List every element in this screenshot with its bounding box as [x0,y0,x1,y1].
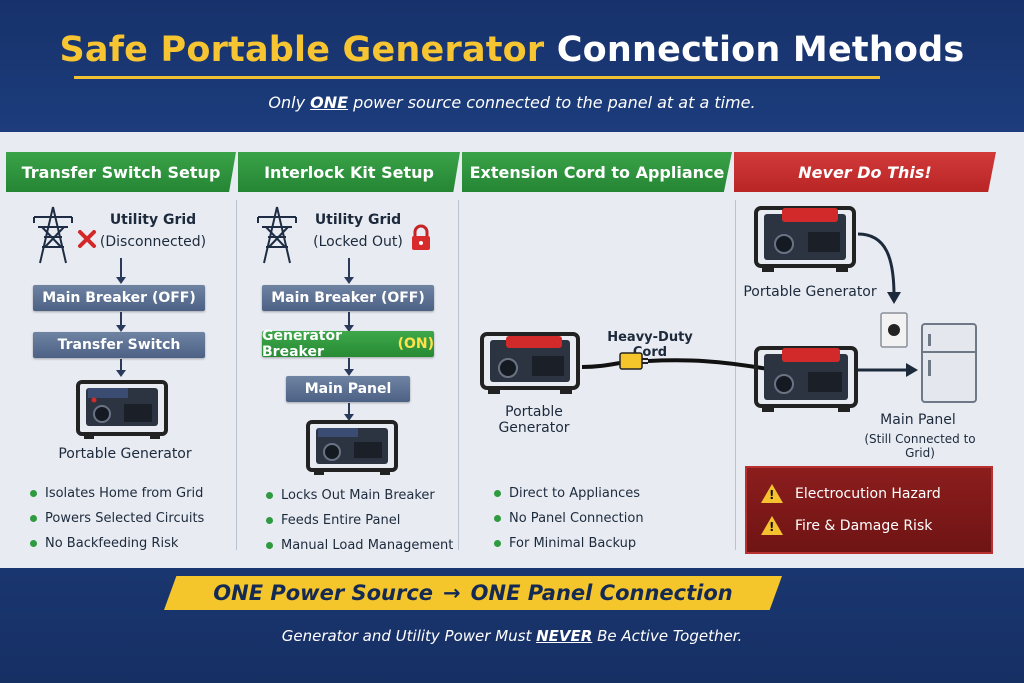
refrigerator-icon [921,323,977,403]
list-item: Powers Selected Circuits [30,511,204,526]
list-item: No Backfeeding Risk [30,536,178,551]
generator-label: Portable Generator [58,446,192,462]
generator-breaker-label: Generator Breaker [262,328,343,360]
banner-right: ONE Panel Connection [470,581,733,605]
footer-banner: ONE Power Source → ONE Panel Connection [164,576,782,610]
list-item: Locks Out Main Breaker [266,488,435,503]
on-status: (ON) [397,336,434,352]
list-item: Manual Load Management [266,538,453,553]
generator-icon [480,332,580,394]
generator-breaker-on-box: Generator Breaker (ON) [262,328,434,360]
utility-grid-label: Utility Grid [109,212,197,228]
power-tower-icon [33,206,73,264]
list-item: Direct to Appliances [494,486,640,501]
utility-grid-status: (Locked Out) [313,234,403,250]
flow-arrow [116,312,126,332]
power-tower-icon [257,206,297,264]
generator-icon [306,420,398,475]
hazard-item: ! Electrocution Hazard [761,484,941,503]
title-highlight: Safe Portable Generator [59,30,545,70]
utility-grid-label: Utility Grid [314,212,402,228]
title-underline [74,76,880,79]
note-post: Be Active Together. [592,627,743,645]
main-panel-status: (Still Connected to Grid) [864,432,976,460]
generator-icon [754,346,858,412]
arrow-right-icon [858,363,918,377]
flow-arrow [116,258,126,284]
main-panel-box: Main Panel [286,376,410,402]
list-item: No Panel Connection [494,511,644,526]
tab-transfer-switch: Transfer Switch Setup [6,152,236,192]
main-breaker-off-box: Main Breaker (OFF) [33,285,205,311]
padlock-icon [412,224,430,250]
utility-grid-status: (Disconnected) [99,234,207,250]
footer-note: Generator and Utility Power Must NEVER B… [0,627,1024,645]
tab-interlock-kit: Interlock Kit Setup [238,152,460,192]
generator-label: Portable Generator [743,284,877,300]
subtitle: Only ONE power source connected to the p… [0,93,1024,112]
arrow-right-icon: → [443,581,461,605]
hazard-item: ! Fire & Damage Risk [761,516,932,535]
list-item: Feeds Entire Panel [266,513,400,528]
subtitle-pre: Only [268,93,311,112]
flow-arrow [344,403,354,421]
subtitle-emphasis: ONE [310,93,349,112]
transfer-switch-box: Transfer Switch [33,332,205,358]
column-divider [458,200,459,550]
header-band [0,0,1024,132]
tab-never-do-this: Never Do This! [734,152,996,192]
hazard-warning-box: ! Electrocution Hazard ! Fire & Damage R… [745,466,993,554]
list-item: Isolates Home from Grid [30,486,203,501]
warning-icon: ! [761,484,783,503]
generator-icon [76,380,168,439]
flow-arrow [344,312,354,332]
tab-extension-cord: Extension Cord to Appliance [462,152,732,192]
hazard-text: Electrocution Hazard [795,485,941,502]
extension-cord [581,352,769,371]
connection-arrow [857,232,901,304]
flow-arrow [116,359,126,377]
note-pre: Generator and Utility Power Must [281,627,537,645]
subtitle-post: power source connected to the panel at a… [348,93,756,112]
main-panel-label: Main Panel [880,412,956,428]
outlet-icon [880,312,908,348]
x-mark-icon [78,230,96,248]
column-divider [236,200,237,550]
flow-arrow [344,258,354,284]
banner-left: ONE Power Source [213,581,434,605]
hazard-text: Fire & Damage Risk [795,517,933,534]
page-title: Safe Portable Generator Connection Metho… [0,30,1024,70]
generator-icon [754,206,856,272]
flow-arrow [344,358,354,376]
column-divider [735,200,736,550]
warning-icon: ! [761,516,783,535]
title-rest: Connection Methods [556,30,965,70]
list-item: For Minimal Backup [494,536,636,551]
main-breaker-off-box: Main Breaker (OFF) [262,285,434,311]
note-emphasis: NEVER [536,627,593,645]
generator-label: Portable Generator [498,404,570,436]
